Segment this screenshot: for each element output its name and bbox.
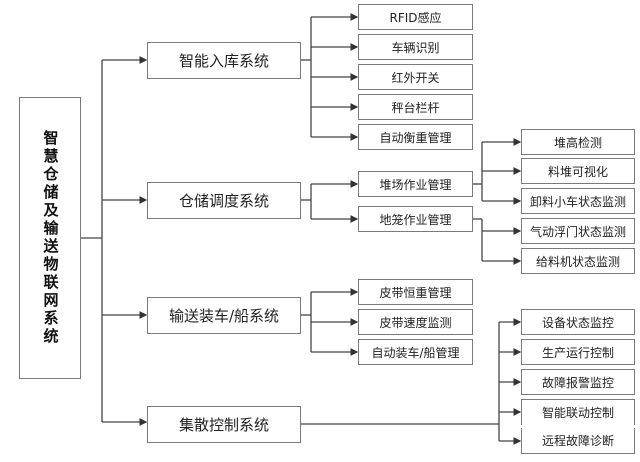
node-label: 车辆识别 xyxy=(391,40,440,55)
node-label: 生产运行控制 xyxy=(541,345,614,360)
node-smart-inbound: 智能入库系统 xyxy=(147,42,301,79)
node-smart-linkage: 智能联动控制 xyxy=(521,399,635,425)
node-label: 秤台栏杆 xyxy=(391,100,440,115)
node-rfid: RFID感应 xyxy=(358,4,473,30)
node-remote-diagnosis: 远程故障诊断 xyxy=(521,428,635,454)
node-pile-visualization: 料堆可视化 xyxy=(521,158,635,184)
node-label: 皮带速度监测 xyxy=(379,315,452,330)
node-label: 智能入库系统 xyxy=(178,52,269,70)
node-label: 堆场作业管理 xyxy=(379,177,452,192)
node-label: 设备状态监控 xyxy=(541,315,614,330)
node-conveying-loading: 输送装车/船系统 xyxy=(147,297,301,334)
node-label: 地笼作业管理 xyxy=(379,212,452,227)
node-belt-constant-weight: 皮带恒重管理 xyxy=(358,279,473,305)
node-label: 皮带恒重管理 xyxy=(379,285,452,300)
node-feeder-status: 给料机状态监测 xyxy=(521,248,635,274)
node-label: 料堆可视化 xyxy=(547,164,608,179)
node-label: 气动浮门状态监测 xyxy=(529,224,626,239)
node-label: 远程故障诊断 xyxy=(541,434,614,448)
node-label: 自动装车/船管理 xyxy=(371,345,460,360)
node-yard-operations: 堆场作业管理 xyxy=(358,171,473,197)
node-label: 给料机状态监测 xyxy=(535,254,620,269)
node-label: RFID感应 xyxy=(389,10,442,25)
node-label: 卸料小车状态监测 xyxy=(529,194,626,209)
node-warehouse-dispatch: 仓储调度系统 xyxy=(147,182,301,219)
node-scale-barrier: 秤台栏杆 xyxy=(358,94,473,120)
node-pneumatic-gate-status: 气动浮门状态监测 xyxy=(521,218,635,244)
node-auto-loading: 自动装车/船管理 xyxy=(358,339,473,365)
node-belt-speed: 皮带速度监测 xyxy=(358,309,473,335)
node-label: 智能联动控制 xyxy=(541,406,614,420)
node-infrared-switch: 红外开关 xyxy=(358,64,473,90)
root-node: 智慧仓储及输送物联网系统 xyxy=(19,97,81,379)
node-label: 自动衡重管理 xyxy=(379,130,452,145)
node-dcs: 集散控制系统 xyxy=(147,406,301,443)
node-production-control: 生产运行控制 xyxy=(521,339,635,365)
node-vehicle-recognition: 车辆识别 xyxy=(358,34,473,60)
node-label: 堆高检测 xyxy=(553,135,602,150)
node-label: 集散控制系统 xyxy=(178,416,269,434)
root-label: 智慧仓储及输送物联网系统 xyxy=(41,130,60,346)
node-label: 仓储调度系统 xyxy=(178,192,269,210)
node-equipment-monitoring: 设备状态监控 xyxy=(521,309,635,335)
node-stack-height: 堆高检测 xyxy=(521,129,635,155)
node-label: 红外开关 xyxy=(391,70,440,85)
node-fault-alarm: 故障报警监控 xyxy=(521,369,635,395)
node-label: 故障报警监控 xyxy=(541,375,614,390)
node-tripper-status: 卸料小车状态监测 xyxy=(521,188,635,214)
node-hopper-operations: 地笼作业管理 xyxy=(358,206,473,232)
node-auto-weighing: 自动衡重管理 xyxy=(358,124,473,150)
node-label: 输送装车/船系统 xyxy=(168,307,280,325)
